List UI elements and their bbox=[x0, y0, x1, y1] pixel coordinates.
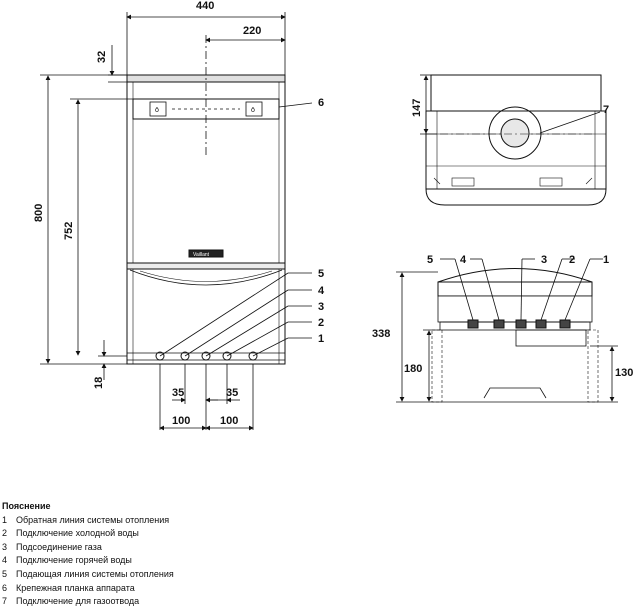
dim-half-width: 220 bbox=[243, 25, 261, 37]
callout-1-front: 1 bbox=[318, 333, 324, 345]
connection-3-front bbox=[201, 351, 211, 361]
connection-1-front bbox=[248, 351, 258, 361]
dim-spacing-35-right: 35 bbox=[226, 387, 238, 399]
top-view bbox=[425, 74, 607, 206]
legend-item-text: Подающая линия системы отопления bbox=[16, 568, 174, 579]
legend-item-num: 1 bbox=[2, 514, 8, 525]
legend-item-num: 5 bbox=[2, 568, 8, 579]
legend-item-text: Крепежная планка аппарата bbox=[16, 582, 135, 593]
callout-1-side: 1 bbox=[603, 254, 609, 266]
legend-item: 2 Подключение холодной воды bbox=[2, 527, 302, 541]
callout-4-front: 4 bbox=[318, 285, 325, 297]
legend-item-num: 7 bbox=[2, 596, 8, 607]
dim-spacing-100-left: 100 bbox=[172, 415, 190, 427]
connection-2-front bbox=[222, 351, 232, 361]
legend-item: 4 Подключение горячей воды bbox=[2, 554, 302, 568]
dim-side-180: 180 bbox=[404, 363, 422, 375]
legend-title: Пояснение bbox=[2, 501, 51, 511]
legend-item-num: 6 bbox=[2, 582, 8, 593]
side-view-dimensions bbox=[396, 258, 618, 403]
dim-width-total: 440 bbox=[196, 0, 214, 12]
connection-4-side bbox=[493, 319, 505, 329]
connection-5-front bbox=[155, 351, 165, 361]
callout-3-side: 3 bbox=[541, 254, 547, 266]
brand-plate bbox=[188, 249, 224, 258]
callout-3-front: 3 bbox=[318, 301, 324, 313]
legend-item-text: Подключение горячей воды bbox=[16, 555, 132, 566]
callout-4-side: 4 bbox=[460, 254, 467, 266]
legend-item: 3 Подсоединение газа bbox=[2, 541, 302, 555]
legend-item: 7 Подключение для газоотвода bbox=[2, 595, 302, 609]
callout-2-front: 2 bbox=[318, 317, 324, 329]
brand-plate-text: Vaillant bbox=[193, 252, 210, 258]
top-view-dimensions bbox=[420, 74, 601, 135]
dim-height-total: 800 bbox=[33, 204, 45, 222]
legend-item: 1 Обратная линия системы отопления bbox=[2, 514, 302, 528]
svg-text:ō: ō bbox=[155, 107, 159, 114]
connection-2-side bbox=[535, 319, 547, 329]
front-view: ō ō bbox=[126, 35, 286, 365]
legend-item-text: Подключение холодной воды bbox=[16, 528, 139, 539]
legend-item: 5 Подающая линия системы отопления bbox=[2, 568, 302, 582]
front-dimensions bbox=[40, 12, 286, 431]
connection-1-side bbox=[559, 319, 571, 329]
legend-item-num: 4 bbox=[2, 555, 8, 566]
front-body bbox=[126, 81, 286, 365]
dim-spacing-100-right: 100 bbox=[220, 415, 238, 427]
dim-side-130: 130 bbox=[615, 367, 633, 379]
legend: Пояснение 1 Обратная линия системы отопл… bbox=[2, 500, 302, 609]
legend-item-num: 3 bbox=[2, 541, 8, 552]
legend-item-text: Подключение для газоотвода bbox=[16, 596, 140, 607]
dim-top-view-depth: 147 bbox=[411, 99, 423, 117]
callout-5-side: 5 bbox=[427, 254, 433, 266]
callout-2-side: 2 bbox=[569, 254, 575, 266]
callout-5-front: 5 bbox=[318, 268, 324, 280]
technical-drawing: ō ō bbox=[33, 0, 633, 431]
side-view bbox=[431, 268, 599, 403]
callout-7: 7 bbox=[603, 104, 609, 116]
flue-inner bbox=[500, 118, 530, 148]
front-leaders bbox=[159, 102, 313, 357]
callout-6: 6 bbox=[318, 97, 324, 109]
dim-side-depth: 338 bbox=[372, 328, 390, 340]
legend-item-text: Подсоединение газа bbox=[16, 541, 102, 552]
connection-4-front bbox=[180, 351, 190, 361]
legend-item-num: 2 bbox=[2, 528, 8, 539]
connection-3-side bbox=[515, 319, 527, 329]
dim-height-mount: 752 bbox=[63, 222, 75, 240]
svg-text:ō: ō bbox=[251, 107, 255, 114]
connection-5-side bbox=[467, 319, 479, 329]
legend-item: 6 Крепежная планка аппарата bbox=[2, 582, 302, 596]
legend-item-text: Обратная линия системы отопления bbox=[16, 514, 170, 525]
dim-top-offset: 32 bbox=[96, 51, 108, 63]
dim-bottom-offset: 18 bbox=[93, 377, 105, 389]
dim-spacing-35-left: 35 bbox=[172, 387, 184, 399]
